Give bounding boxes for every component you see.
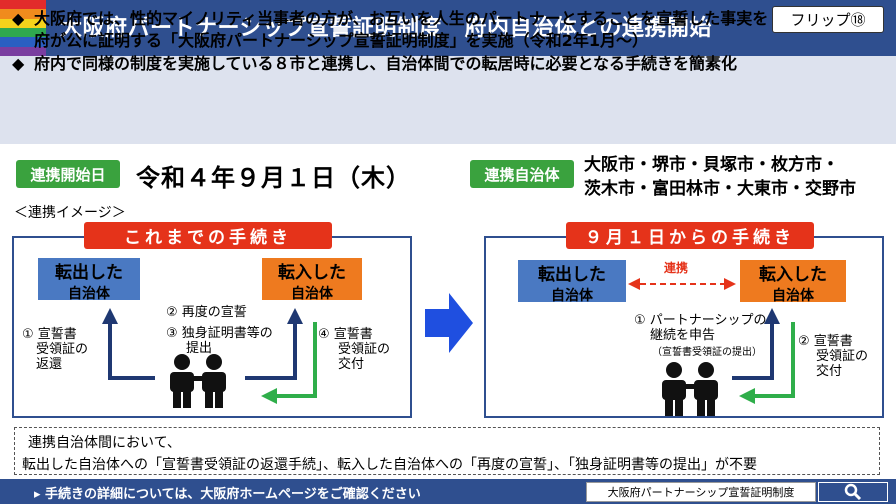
note-line: ③ 独身証明書等の [166,326,273,341]
couple-icon [170,354,226,408]
summary-note-line2: 転出した自治体への「宣誓書受領証の返還手続」、転入した自治体への「再度の宣誓」、… [22,457,757,473]
note-line: 提出 [186,341,213,356]
box-sublabel: 自治体 [68,286,110,302]
note-line: ① 宣誓書 [22,327,77,342]
before-to-box: 転入した 自治体 [262,258,362,302]
note-line: ④ 宣誓書 [318,327,373,342]
note-line: 継続を申告 [650,328,716,343]
diamond-icon: ◆ [12,54,25,73]
partner-cities-line2: 茨木市・富田林市・大東市・交野市 [584,179,856,199]
declare-arrow [732,322,774,380]
note-line: ② 再度の宣誓 [166,305,247,320]
summary-section [0,56,896,144]
transition-arrow-icon [425,293,473,353]
rainbow-stripe [0,46,46,56]
box-label: 転出した [538,265,606,285]
partner-cities-line1: 大阪市・堺市・貝塚市・枚方市・ [584,155,839,175]
link-label: 連携 [664,261,689,275]
note-line: 交付 [338,357,365,372]
note-line: ② 宣誓書 [798,334,853,349]
bullet-text: 府内で同様の制度を実施している８市と連携し、自治体間での転居時に必要となる手続き… [34,54,738,73]
return-arrow-head [102,308,118,324]
bullet-item-2: ◆ 府内で同様の制度を実施している８市と連携し、自治体間での転居時に必要となる手続… [12,53,737,75]
page-title: 大阪府パートナーシップ宣誓証明制度 府内自治体との連携開始 [60,16,712,41]
rainbow-flag [0,0,46,56]
issue-arrow-after-head [739,388,755,404]
before-step2-3: ② 再度の宣誓 ③ 独身証明書等の 提出 [166,305,273,356]
start-date: 令和４年９月１日（木） [136,164,411,192]
summary-note-line1: 連携自治体間において、 [28,435,181,451]
issue-arrow-after [753,322,795,398]
box-sublabel: 自治体 [291,286,333,302]
search-button[interactable] [818,482,888,502]
summary-note-box [14,427,880,475]
after-step2: ② 宣誓書 受領証の 交付 [798,334,868,379]
link-arrow-left-head [628,278,640,290]
couple-icon [662,362,718,416]
rainbow-stripe [0,9,46,19]
after-panel-title: ９月１日からの手続き [566,222,814,249]
submit-arrow [245,322,297,380]
bullet-text: 大阪府では、性的マイノリティ当事者の方が、お互いを人生のパートナーとすることを宣… [34,9,769,28]
after-step1-note: （宣誓書受領証の提出） [652,347,762,358]
box-label: 転入した [278,263,346,283]
before-step4: ④ 宣誓書 受領証の 交付 [318,327,390,372]
after-from-box: 転出した 自治体 [518,260,626,304]
box-sublabel: 自治体 [772,288,814,304]
rainbow-stripe [0,37,46,47]
flip-number-badge: フリップ⑱ [772,6,884,33]
submit-arrow-head [287,308,303,324]
partner-cities-tag: 連携自治体 [470,160,574,188]
note-line: ① パートナーシップの [634,313,767,328]
issue-arrow [275,322,317,398]
note-line: 交付 [816,364,843,379]
after-step1: ① パートナーシップの 継続を申告 [634,313,767,343]
before-panel-title: これまでの手続き [84,222,332,249]
rainbow-stripe [0,18,46,28]
search-icon [844,483,862,501]
bullet-item-1-cont: 府が公に証明する「大阪府パートナーシップ宣誓証明制度」を実施（令和2年1月～） [34,31,648,50]
link-arrow-right-head [724,278,736,290]
rainbow-stripe [0,27,46,38]
declare-arrow-head [764,308,780,324]
box-label: 転入した [759,265,827,285]
search-box[interactable]: 大阪府パートナーシップ宣誓証明制度 [586,482,816,502]
note-line: 返還 [36,357,63,372]
return-arrow [108,322,155,380]
rainbow-stripe [0,0,46,10]
before-from-box: 転出した 自治体 [38,258,140,302]
bullet-item-1: ◆ 大阪府では、性的マイノリティ当事者の方が、お互いを人生のパートナーとすることを… [12,8,768,30]
image-label: ＜連携イメージ＞ [14,205,126,221]
diamond-icon: ◆ [12,9,25,28]
header-bar [46,0,896,56]
note-line: 受領証の [338,342,391,357]
note-line: 受領証の [36,342,89,357]
box-label: 転出した [55,263,123,283]
footer-link[interactable]: ▸ 手続きの詳細については、大阪府ホームページをご確認ください [34,487,421,502]
issue-arrow-head [261,388,277,404]
start-date-tag: 連携開始日 [16,160,120,188]
after-to-box: 転入した 自治体 [740,260,846,304]
note-line: 受領証の [816,349,869,364]
box-sublabel: 自治体 [551,288,593,304]
before-step1: ① 宣誓書 受領証の 返還 [22,327,88,372]
